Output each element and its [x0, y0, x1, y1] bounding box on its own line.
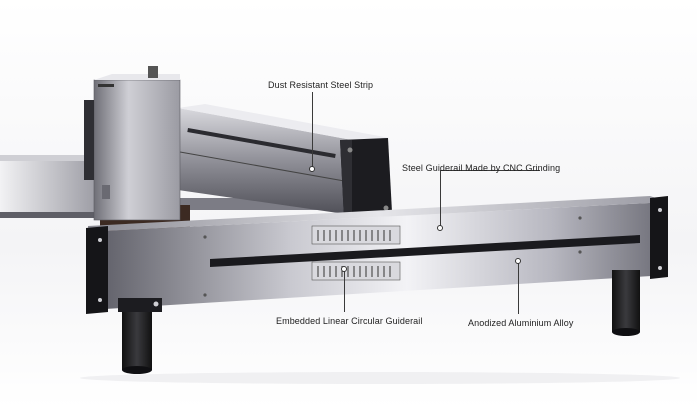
leader-dot-steel-guiderail — [437, 225, 443, 231]
laser-head — [84, 66, 181, 221]
callout-embedded-linear-guiderail: Embedded Linear Circular Guiderail — [276, 316, 423, 326]
leader-dust-strip — [312, 92, 313, 170]
left-side-rail — [0, 155, 96, 218]
ground-shadow — [80, 372, 680, 384]
leader-dot-embedded-guiderail — [341, 266, 347, 272]
leader-dot-anodized-alloy — [515, 258, 521, 264]
leader-steel-guiderail-horizontal — [440, 170, 540, 171]
callout-steel-guiderail: Steel Guiderail Made by CNC Grinding — [402, 163, 561, 173]
callout-dust-resistant-steel-strip: Dust Resistant Steel Strip — [268, 80, 374, 90]
left-leg — [118, 298, 162, 374]
right-leg — [612, 270, 640, 336]
leader-steel-guiderail — [440, 170, 441, 228]
leader-embedded-guiderail — [344, 270, 345, 312]
linear-carriage — [311, 225, 401, 281]
y-axis-rail — [86, 196, 668, 314]
callout-anodized-aluminium-alloy: Anodized Aluminium Alloy — [468, 318, 574, 328]
leader-dot-dust-strip — [309, 166, 315, 172]
leader-anodized-alloy — [518, 262, 519, 314]
gantry-end-block — [340, 138, 392, 218]
gantry-beam — [178, 104, 390, 215]
guide-slot — [210, 235, 640, 267]
